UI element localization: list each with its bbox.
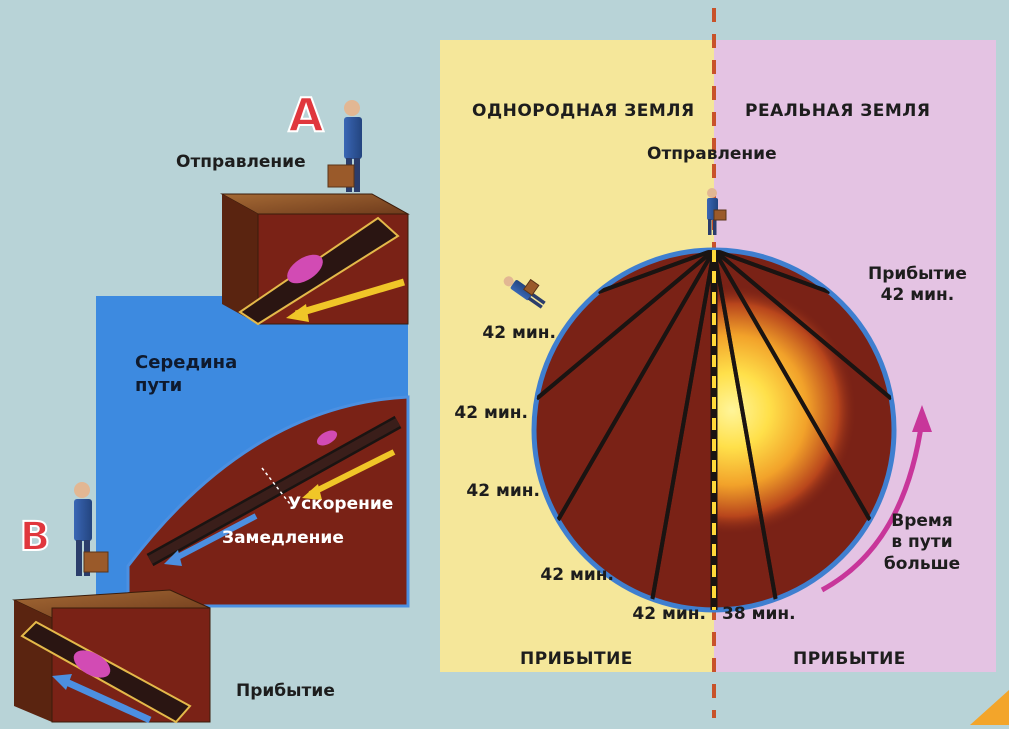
arrival-real-label: ПРИБЫТИЕ	[793, 649, 906, 670]
letter-b: B	[20, 514, 51, 560]
departure-label-earth: Отправление	[647, 144, 777, 165]
acceleration-label: Ускорение	[288, 494, 393, 515]
corner-triangle	[970, 690, 1009, 725]
time-label-2: 42 мин.	[428, 403, 528, 424]
tunnel-block-b	[14, 590, 210, 722]
tunnel-block-a	[222, 194, 408, 324]
arrival-top-label: Прибытие 42 мин.	[868, 264, 967, 307]
traveler-a-icon	[328, 100, 362, 192]
arrival-label-b: Прибытие	[236, 681, 335, 702]
longer-time-label: Время в пути больше	[882, 511, 962, 575]
midway-label: Середина пути	[135, 352, 237, 397]
time-label-1: 42 мин.	[456, 323, 556, 344]
time-label-5: 42 мин.	[606, 604, 706, 625]
real-earth-header: РЕАЛЬНАЯ ЗЕМЛЯ	[745, 101, 931, 122]
uniform-earth-header: ОДНОРОДНАЯ ЗЕМЛЯ	[472, 101, 695, 122]
departure-label-a: Отправление	[176, 152, 306, 173]
earth-cross-section	[534, 250, 894, 612]
time-label-4: 42 мин.	[514, 565, 614, 586]
time-label-3: 42 мин.	[440, 481, 540, 502]
letter-a: A	[288, 88, 324, 142]
deceleration-label: Замедление	[222, 528, 344, 549]
arrival-uniform-label: ПРИБЫТИЕ	[520, 649, 633, 670]
time-label-center: 38 мин.	[722, 604, 796, 625]
